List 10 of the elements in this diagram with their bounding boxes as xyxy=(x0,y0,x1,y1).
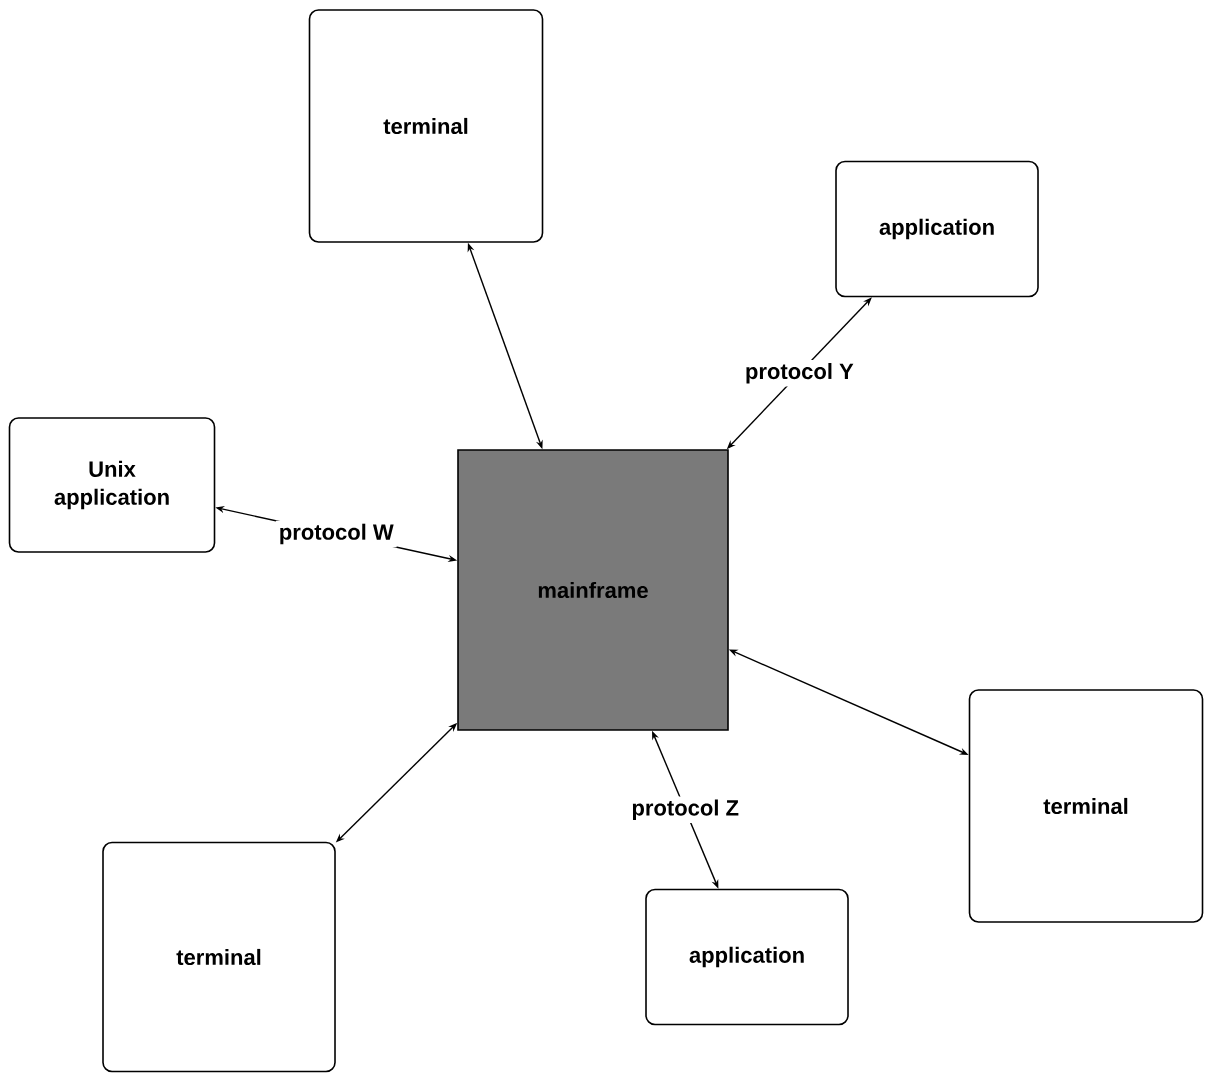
edge-label: protocol W xyxy=(275,520,397,548)
terminal-box: terminal xyxy=(968,689,1204,923)
application-box: application xyxy=(835,160,1039,298)
terminal-box: terminal xyxy=(308,9,544,243)
terminal-box: terminal xyxy=(102,841,336,1073)
application-box: application xyxy=(645,888,849,1026)
mainframe-box: mainframe xyxy=(457,449,729,731)
application-box: Unix application xyxy=(8,417,216,553)
edge-label: protocol Z xyxy=(628,796,742,823)
edge-label: protocol Y xyxy=(741,360,857,387)
